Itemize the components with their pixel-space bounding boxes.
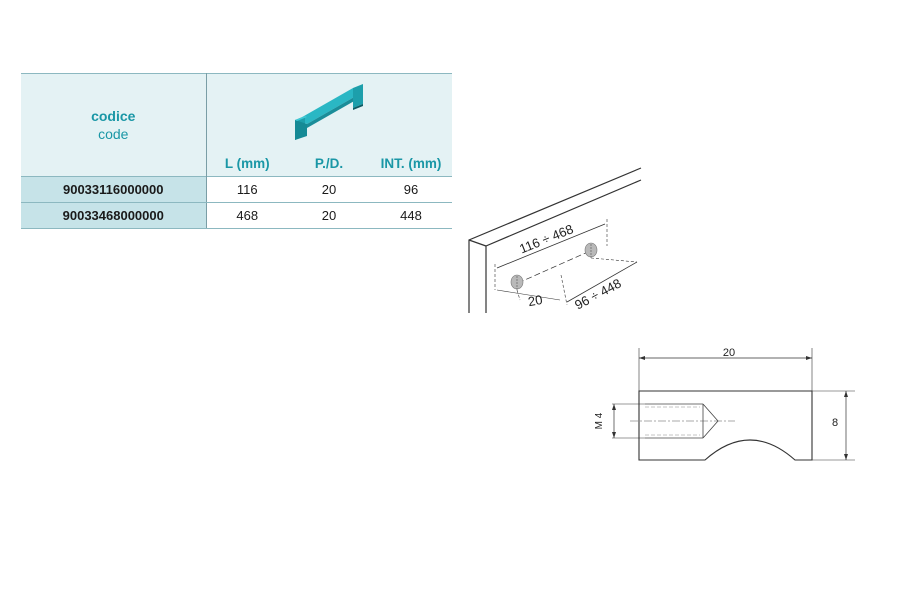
width-dimension-label: 20	[723, 347, 735, 359]
panel-corner	[468, 239, 487, 247]
installation-drawing: 116 ÷ 468 20 96 ÷ 448	[468, 167, 642, 313]
column-header-interaxis: INT. (mm)	[370, 150, 453, 177]
spacing-dimension-line	[566, 261, 638, 303]
thread-dimension-label: M 4	[594, 412, 605, 429]
depth-cell: 20	[288, 202, 370, 229]
hole-axis-line	[517, 250, 591, 284]
depth-cell: 20	[288, 176, 370, 203]
code-header-italian: codice	[91, 108, 136, 124]
spacing-dimension-label: 96 ÷ 448	[572, 276, 624, 313]
column-header-length: L (mm)	[206, 150, 288, 177]
product-spec-table: codice code L (mm) P./D. INT. (mm)	[21, 72, 453, 229]
product-table-container: codice code L (mm) P./D. INT. (mm)	[21, 72, 453, 229]
table-row: 90033468000000 468 20 448	[21, 202, 453, 229]
code-header-english: code	[98, 126, 129, 142]
product-code-cell: 90033116000000	[21, 176, 207, 203]
length-dimension-line	[496, 223, 606, 269]
column-header-depth: P./D.	[288, 150, 370, 177]
height-dimension-label: 8	[832, 417, 838, 429]
handle-product-icon	[294, 84, 363, 140]
code-header-cell: codice code	[21, 73, 207, 177]
offset-dimension-label: 20	[527, 292, 544, 309]
length-cell: 468	[206, 202, 288, 229]
table-row: 90033116000000 116 20 96	[21, 176, 453, 203]
profile-drawing: 20 M 4 8	[594, 347, 855, 461]
length-cell: 116	[206, 176, 288, 203]
product-image-cell	[206, 72, 453, 151]
interaxis-cell: 448	[370, 202, 453, 229]
product-code-cell: 90033468000000	[21, 202, 207, 229]
length-dimension-label: 116 ÷ 468	[517, 221, 575, 256]
handle-profile-outline	[638, 390, 813, 461]
interaxis-cell: 96	[370, 176, 453, 203]
